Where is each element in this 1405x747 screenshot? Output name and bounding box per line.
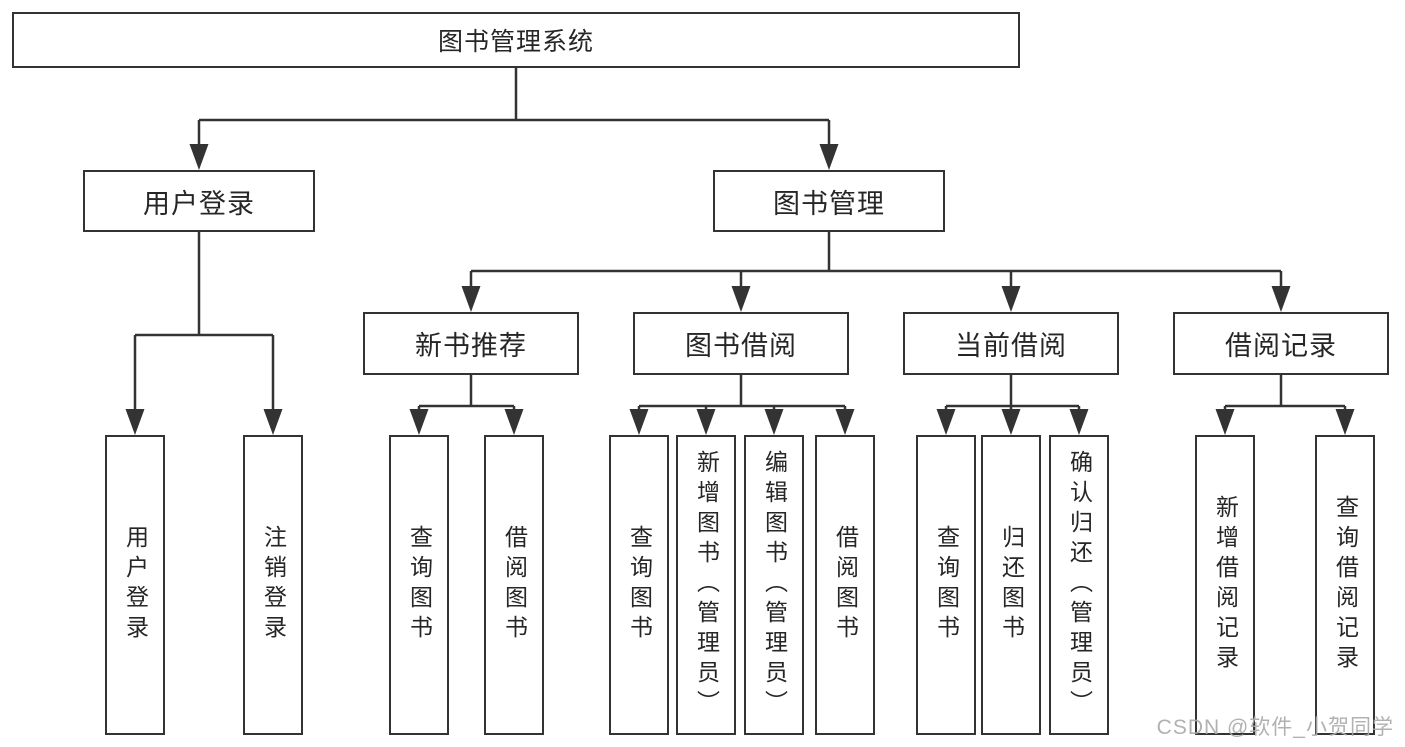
node-user-login-label: 用户登录: [143, 188, 255, 219]
leaf-bb-edit-books-label: 编辑图书（管理员）: [761, 450, 788, 720]
arrow-down-icon: [263, 409, 283, 435]
node-borrow-records: 借阅记录: [1173, 312, 1389, 375]
leaf-logout: 注销登录: [243, 435, 303, 735]
arrow-down-icon: [1001, 409, 1021, 435]
node-book-borrow-label: 图书借阅: [685, 331, 797, 361]
leaf-bb-borrow-books-label: 借阅图书: [832, 525, 859, 645]
node-book-mgmt: 图书管理: [713, 170, 945, 232]
csdn-watermark: CSDN @软件_小贺同学: [1156, 716, 1394, 739]
arrow-down-icon: [731, 286, 751, 312]
leaf-user-login-label: 用户登录: [122, 525, 149, 645]
connector-borrow-records: [1223, 375, 1347, 412]
arrow-down-icon: [696, 409, 716, 435]
arrow-down-icon: [125, 409, 145, 435]
leaf-nbr-query-books-label: 查询图书: [406, 525, 433, 645]
arrow-down-icon: [504, 409, 524, 435]
arrow-down-icon: [629, 409, 649, 435]
leaf-nbr-borrow-books: 借阅图书: [484, 435, 544, 735]
arrow-down-icon: [189, 144, 209, 170]
leaf-user-login: 用户登录: [105, 435, 165, 735]
leaf-bb-add-books-label: 新增图书（管理员）: [693, 450, 720, 720]
arrow-down-icon: [409, 409, 429, 435]
leaf-br-add-record-label: 新增借阅记录: [1212, 495, 1239, 675]
leaf-nbr-borrow-books-label: 借阅图书: [501, 525, 528, 645]
leaf-br-query-record: 查询借阅记录: [1315, 435, 1375, 735]
arrow-down-icon: [1335, 409, 1355, 435]
node-root: 图书管理系统: [12, 12, 1020, 68]
leaf-br-add-record: 新增借阅记录: [1195, 435, 1255, 735]
leaf-bb-query-books: 查询图书: [609, 435, 669, 735]
connector-book-mgmt: [469, 232, 1283, 289]
arrow-down-icon: [936, 409, 956, 435]
arrow-down-icon: [1215, 409, 1235, 435]
node-current-borrow-label: 当前借阅: [955, 331, 1067, 361]
arrow-down-icon: [819, 144, 839, 170]
leaf-bb-edit-books: 编辑图书（管理员）: [744, 435, 804, 735]
connector-root: [197, 68, 831, 146]
node-user-login: 用户登录: [83, 170, 315, 232]
node-book-mgmt-label: 图书管理: [773, 188, 885, 219]
arrow-down-icon: [1001, 286, 1021, 312]
arrow-down-icon: [461, 286, 481, 312]
connector-user-login: [133, 232, 275, 412]
leaf-logout-label: 注销登录: [260, 525, 287, 645]
arrow-down-icon: [1069, 409, 1089, 435]
node-new-book-rec: 新书推荐: [363, 312, 579, 375]
leaf-nbr-query-books: 查询图书: [389, 435, 449, 735]
leaf-bb-query-books-label: 查询图书: [626, 525, 653, 645]
leaf-cb-query-books-label: 查询图书: [933, 525, 960, 645]
arrow-down-icon: [764, 409, 784, 435]
node-current-borrow: 当前借阅: [903, 312, 1119, 375]
arrow-down-icon: [1271, 286, 1291, 312]
leaf-cb-confirm-return: 确认归还（管理员）: [1049, 435, 1109, 735]
leaf-br-query-record-label: 查询借阅记录: [1332, 495, 1359, 675]
leaf-cb-return-books: 归还图书: [981, 435, 1041, 735]
node-book-borrow: 图书借阅: [633, 312, 849, 375]
leaf-bb-borrow-books: 借阅图书: [815, 435, 875, 735]
leaf-cb-return-books-label: 归还图书: [998, 525, 1025, 645]
arrow-down-icon: [835, 409, 855, 435]
leaf-cb-query-books: 查询图书: [916, 435, 976, 735]
connector-book-borrow: [637, 375, 847, 412]
connector-current-borrow: [944, 375, 1081, 412]
node-root-label: 图书管理系统: [437, 28, 594, 56]
leaf-bb-add-books: 新增图书（管理员）: [676, 435, 736, 735]
connector-new-book-rec: [417, 375, 516, 412]
leaf-cb-confirm-return-label: 确认归还（管理员）: [1066, 450, 1093, 720]
node-borrow-records-label: 借阅记录: [1225, 331, 1337, 361]
node-new-book-rec-label: 新书推荐: [415, 331, 527, 361]
